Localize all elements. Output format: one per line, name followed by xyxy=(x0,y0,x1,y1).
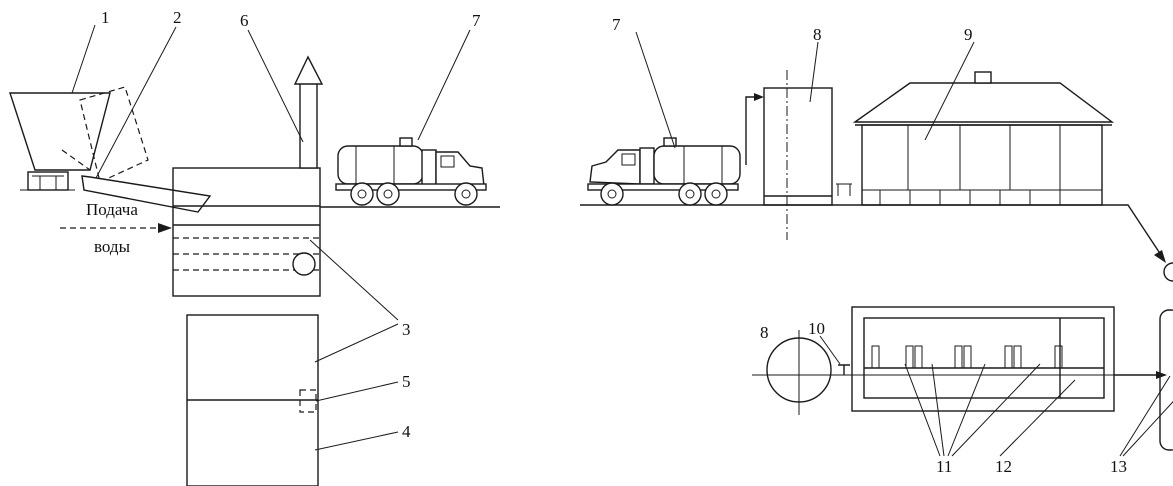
mixing-tank xyxy=(172,167,321,297)
label-1: 1 xyxy=(101,8,110,27)
tank-truck-right xyxy=(587,137,741,206)
label-5: 5 xyxy=(402,372,411,391)
label-10: 10 xyxy=(808,319,825,338)
water-supply-label-1: Подача xyxy=(86,200,138,219)
troughs xyxy=(871,345,1063,369)
label-12: 12 xyxy=(995,457,1012,476)
label-8-elevation: 8 xyxy=(813,25,822,44)
storage-tank-plan xyxy=(752,330,1165,415)
label-6: 6 xyxy=(240,11,249,30)
feed-chute xyxy=(81,175,212,213)
hopper-tilted-position xyxy=(79,86,149,183)
label-9: 9 xyxy=(964,25,973,44)
valve-dashed xyxy=(299,389,317,413)
label-7-right: 7 xyxy=(612,15,621,34)
water-supply-label-2: воды xyxy=(94,237,131,256)
water-supply-arrow xyxy=(60,223,172,233)
storage-tank-elevation xyxy=(763,70,833,240)
lower-tanks xyxy=(186,314,319,486)
label-7-left: 7 xyxy=(472,11,481,30)
label-8-plan: 8 xyxy=(760,323,769,342)
hopper xyxy=(9,92,111,191)
tank-truck-left xyxy=(335,137,487,206)
label-4: 4 xyxy=(402,422,411,441)
label-2: 2 xyxy=(173,8,182,27)
label-13: 13 xyxy=(1110,457,1127,476)
building-plan xyxy=(851,306,1115,412)
chimney xyxy=(293,55,324,169)
workshop-building xyxy=(852,71,1115,206)
pump-outlet xyxy=(292,252,316,276)
valve xyxy=(838,364,850,375)
label-11: 11 xyxy=(936,457,952,476)
label-3: 3 xyxy=(402,320,411,339)
